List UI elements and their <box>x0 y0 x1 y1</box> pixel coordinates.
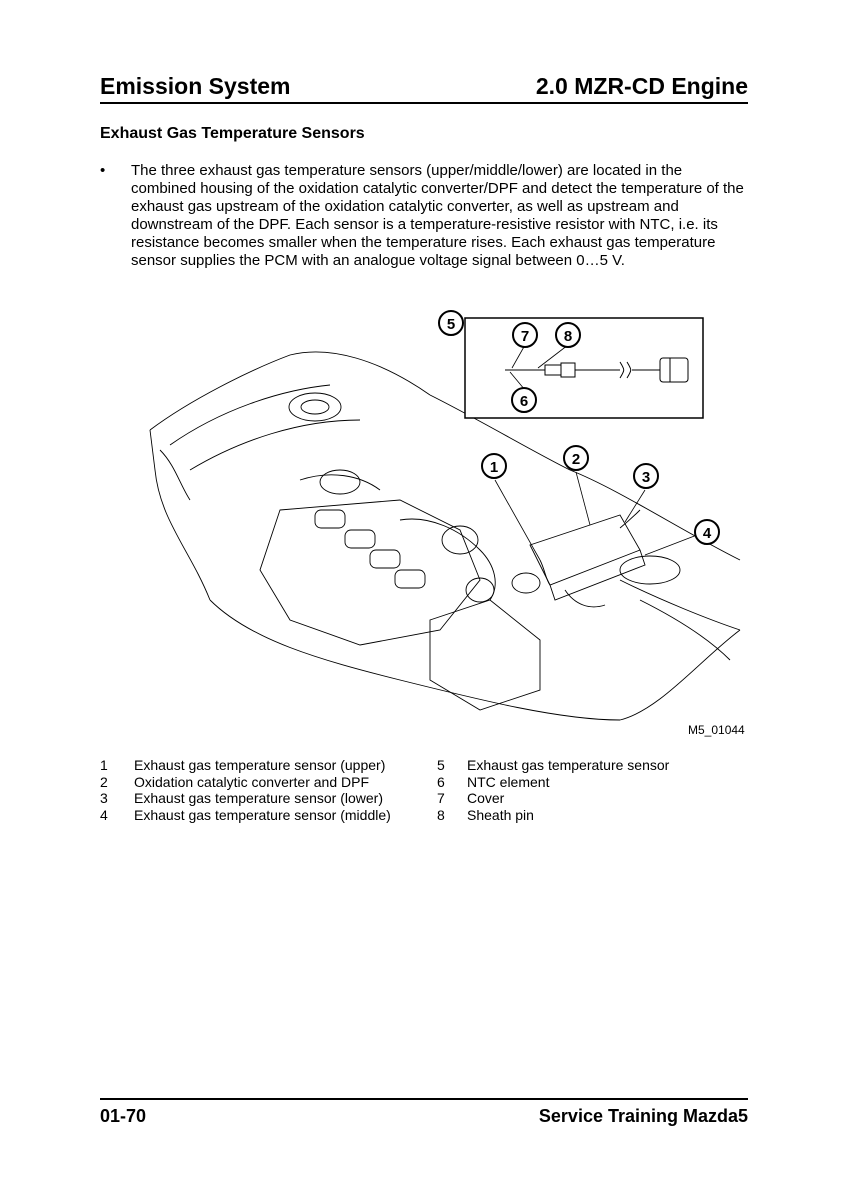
sensor-inset <box>464 317 704 419</box>
callout-6: 6 <box>511 387 537 413</box>
legend-row: 1 Exhaust gas temperature sensor (upper)… <box>100 757 748 774</box>
svg-text:1: 1 <box>490 459 498 476</box>
engine-drawing: 1 2 3 4 5 6 7 8 <box>149 310 741 721</box>
legend-row: 3 Exhaust gas temperature sensor (lower)… <box>100 790 748 807</box>
svg-text:2: 2 <box>572 451 580 468</box>
legend-num: 1 <box>100 757 108 773</box>
callout-4: 4 <box>694 519 720 545</box>
engine-illustration: 1 2 3 4 5 6 7 8 <box>100 300 748 740</box>
legend-num: 8 <box>437 806 445 823</box>
figure-code: M5_01044 <box>688 723 745 737</box>
page-header: Emission System 2.0 MZR-CD Engine <box>100 72 748 104</box>
legend: 1 Exhaust gas temperature sensor (upper)… <box>100 757 748 823</box>
legend-label: Cover <box>467 790 505 806</box>
svg-text:3: 3 <box>642 469 650 486</box>
publication-title: Service Training Mazda5 <box>538 1106 748 1126</box>
legend-label: Oxidation catalytic converter and DPF <box>134 773 369 790</box>
callout-5: 5 <box>438 310 464 336</box>
legend-label: Exhaust gas temperature sensor (middle) <box>134 806 391 823</box>
svg-text:8: 8 <box>564 328 572 345</box>
legend-label: Exhaust gas temperature sensor (upper) <box>134 757 386 773</box>
callout-1: 1 <box>481 453 507 479</box>
svg-text:7: 7 <box>521 328 529 345</box>
page-footer: 01-70 Service Training Mazda5 <box>100 1098 748 1130</box>
engine-title: 2.0 MZR-CD Engine <box>535 73 748 99</box>
engine-bay-outline <box>149 351 741 721</box>
bullet-text: The three exhaust gas temperature sensor… <box>131 162 744 269</box>
legend-label: Exhaust gas temperature sensor (lower) <box>134 790 383 806</box>
svg-text:4: 4 <box>703 525 712 542</box>
legend-label: Exhaust gas temperature sensor <box>467 757 670 773</box>
callout-2: 2 <box>563 445 589 471</box>
svg-text:5: 5 <box>447 316 455 333</box>
legend-num: 7 <box>437 790 445 806</box>
svg-text:6: 6 <box>520 393 528 410</box>
section-title: Exhaust Gas Temperature Sensors <box>100 125 365 142</box>
legend-num: 4 <box>100 806 108 823</box>
callout-3: 3 <box>633 463 659 489</box>
callout-7: 7 <box>512 322 538 348</box>
legend-num: 3 <box>100 790 108 806</box>
legend-label: Sheath pin <box>467 806 534 823</box>
legend-label: NTC element <box>467 773 550 790</box>
bullet-icon: • <box>100 162 106 179</box>
legend-row: 2 Oxidation catalytic converter and DPF … <box>100 774 748 791</box>
legend-num: 2 <box>100 773 108 790</box>
legend-row: 4 Exhaust gas temperature sensor (middle… <box>100 807 748 824</box>
callout-leaders <box>494 471 698 561</box>
legend-num: 5 <box>437 757 445 773</box>
page-number: 01-70 <box>100 1106 147 1126</box>
legend-num: 6 <box>437 773 445 790</box>
chapter-title: Emission System <box>100 73 291 99</box>
callout-8: 8 <box>555 322 581 348</box>
